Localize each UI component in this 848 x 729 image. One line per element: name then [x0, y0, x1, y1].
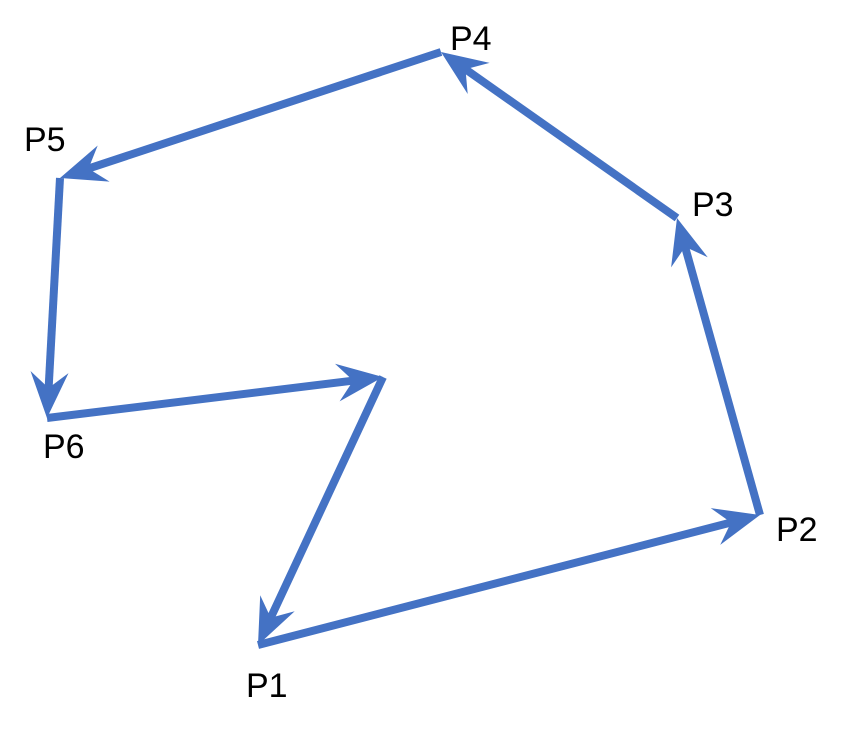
label-p5: P5	[24, 121, 66, 159]
arrowhead-p5-icon	[60, 145, 110, 182]
arrowhead-p3-icon	[671, 218, 708, 268]
arrowhead-p4-icon	[441, 52, 490, 94]
edge-p6-center	[46, 374, 370, 422]
edge-p2-p3	[676, 230, 764, 517]
arrowhead-p6-icon	[30, 371, 69, 418]
arrowhead-p2-icon	[710, 508, 760, 545]
label-p3: P3	[692, 186, 734, 224]
edge-p4-p5	[72, 48, 443, 178]
label-p1: P1	[246, 667, 288, 705]
edge-p1-p2	[256, 514, 748, 649]
arrowhead-p1-icon	[258, 595, 295, 645]
label-p4: P4	[450, 20, 492, 58]
label-p6: P6	[43, 428, 85, 466]
edge-p5-p6	[43, 177, 64, 405]
arrowhead-group	[30, 52, 760, 645]
edge-center-p1	[260, 375, 387, 635]
label-p2: P2	[776, 511, 818, 549]
arrowhead-center-icon	[335, 363, 383, 402]
edge-p3-p4	[450, 56, 680, 222]
edge-group	[43, 48, 764, 649]
